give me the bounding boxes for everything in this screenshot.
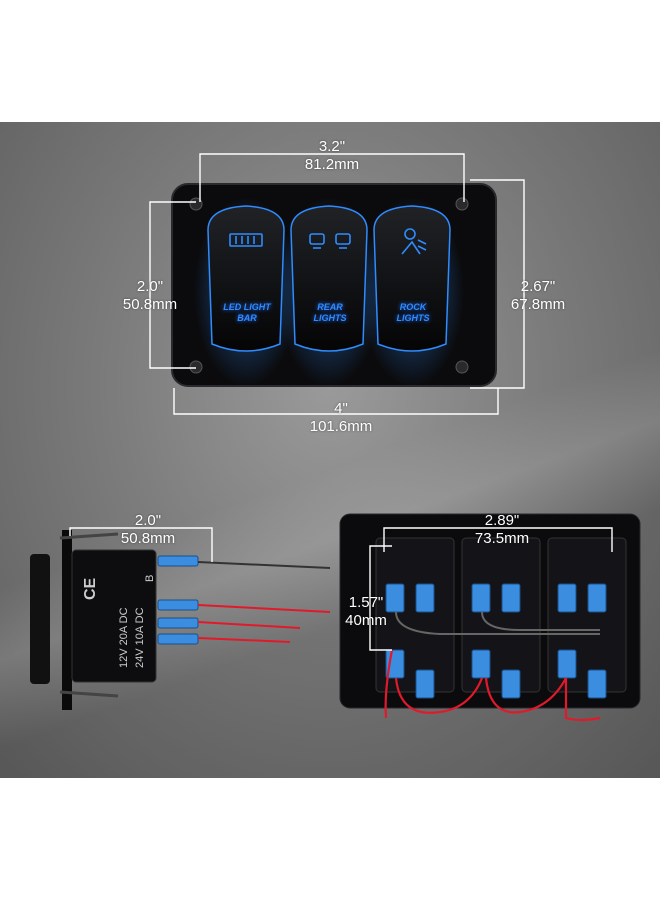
side-screw-bottom	[59, 690, 119, 698]
side-dimension-line	[69, 527, 213, 562]
back-jumper-wires	[395, 611, 600, 635]
side-view	[30, 527, 331, 710]
dimension-back-height: 1.57"40mm	[345, 594, 387, 629]
side-wires	[197, 561, 331, 643]
dimension-top-width: 3.2"81.2mm	[304, 138, 360, 173]
back-view	[339, 513, 641, 722]
back-switch-bodies	[375, 537, 627, 693]
screw-bottom-right	[455, 360, 469, 374]
side-flange	[62, 530, 72, 710]
product-photo: 3.2"81.2mm 2.0"50.8mm 2.67"67.8mm 4"101.…	[0, 122, 660, 778]
front-panel-view	[149, 153, 525, 415]
back-terminals	[385, 583, 607, 699]
dimension-bottom-width: 4"101.6mm	[309, 400, 373, 435]
screw-bottom-left	[189, 360, 203, 374]
dimension-side-depth: 2.0"50.8mm	[120, 512, 176, 547]
rocker-switch-1	[207, 205, 285, 352]
screw-top-right	[455, 197, 469, 211]
side-bezel	[30, 554, 50, 684]
side-screw-top	[59, 532, 119, 540]
dimension-right-height: 2.67"67.8mm	[510, 278, 566, 313]
dimension-left-height: 2.0"50.8mm	[122, 278, 178, 313]
rear-lights-icon	[309, 233, 351, 249]
side-terminals	[157, 555, 199, 645]
dimension-back-width: 2.89"73.5mm	[474, 512, 530, 547]
screw-top-left	[189, 197, 203, 211]
light-bar-icon	[229, 233, 263, 247]
rock-lights-icon	[401, 228, 427, 255]
back-red-wires	[384, 649, 601, 722]
rocker-switch-3	[373, 205, 451, 352]
side-switch-body	[71, 549, 157, 683]
back-dimension-lines	[369, 527, 613, 651]
front-dimension-lines	[149, 153, 525, 415]
